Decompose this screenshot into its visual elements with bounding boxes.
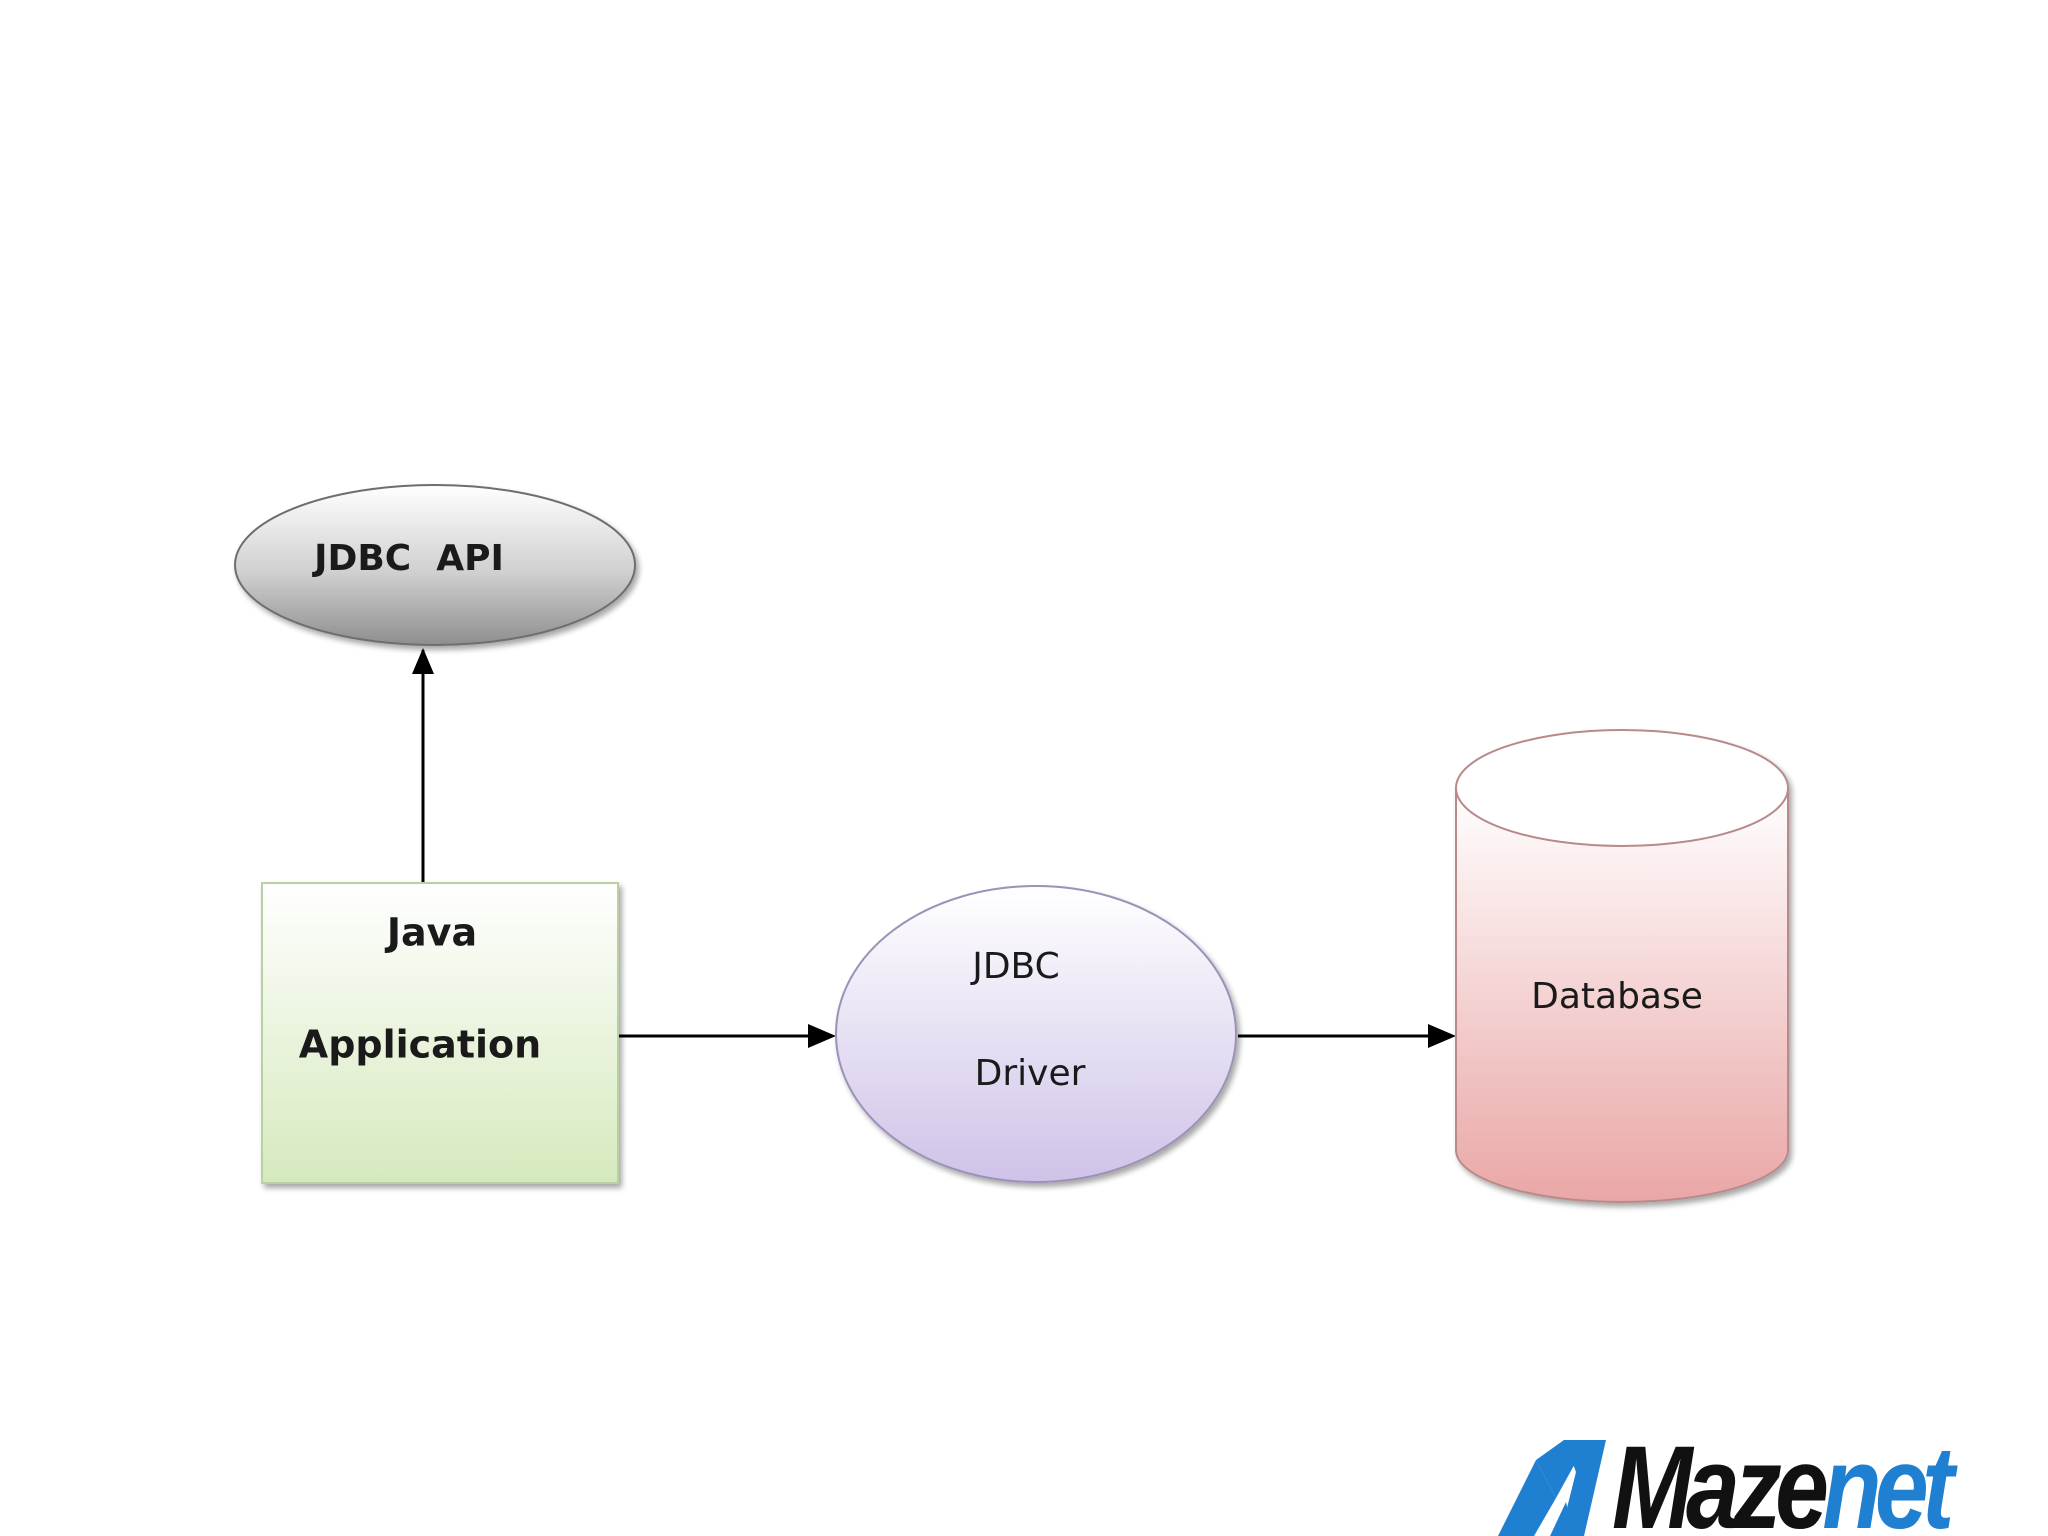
edge-driver-to-database xyxy=(1238,1024,1456,1048)
brand-name-part2: net xyxy=(1822,1422,1955,1536)
mazenet-logo: Mazenet xyxy=(1498,1429,2022,1536)
mazenet-wordmark: Mazenet xyxy=(1612,1429,1954,1536)
java-application-node xyxy=(261,882,619,1184)
database-label: Database xyxy=(1531,976,1703,1017)
database-node xyxy=(1455,729,1789,1203)
jdbc-driver-label-line1: JDBC xyxy=(970,946,1060,987)
edge-app-to-api xyxy=(412,648,434,882)
java-application-label-line2: Application xyxy=(299,1023,541,1067)
edge-app-to-driver xyxy=(618,1024,836,1048)
jdbc-driver-node xyxy=(835,885,1237,1183)
java-application-label-line1: Java xyxy=(384,911,477,955)
jdbc-api-label: JDBC API xyxy=(311,538,504,579)
mazenet-logo-mark-icon xyxy=(1498,1440,1607,1536)
brand-name-part1: Maze xyxy=(1612,1422,1829,1536)
jdbc-driver-label-line2: Driver xyxy=(975,1053,1086,1094)
jdbc-api-node xyxy=(234,484,636,646)
